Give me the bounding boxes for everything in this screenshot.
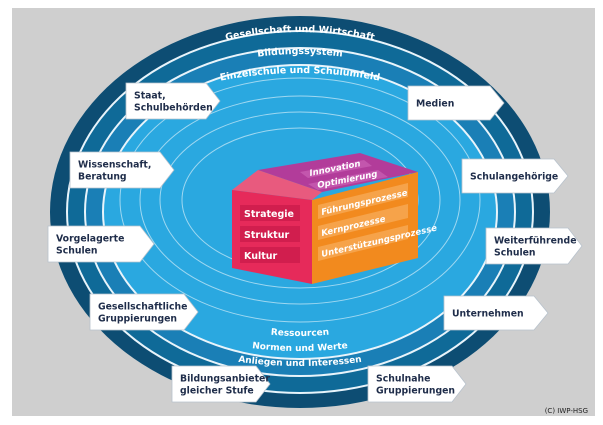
stakeholder-gesellschaftliche-gruppierungen-label-line: Gruppierungen [98,314,177,325]
inner-line-1 [119,77,481,323]
stakeholder-vorgelagerte-schulen-arrow-shape [47,225,155,263]
box-strategie [240,205,300,221]
house-gable [232,170,322,200]
stakeholder-wissenschaft-beratung-arrow-shape [69,151,175,189]
stakeholder-unternehmen-label-line: Unternehmen [452,309,524,320]
stakeholder-gesellschaftliche-gruppierungen-label-line: Gesellschaftliche [98,302,187,313]
stakeholder-schulangehörige-label-line: Schulangehörige [470,172,558,183]
stakeholder-staat-schulbehörden-label-line: Staat, [134,91,166,102]
stakeholder-staat-schulbehörden-arrow-shape [125,82,221,120]
box-optimierung [308,170,388,190]
box-struktur [240,226,300,242]
label-struktur: Struktur [244,230,289,241]
label-strategie: Strategie [244,209,294,220]
stakeholder-unternehmen: Unternehmen [443,295,549,331]
stakeholder-staat-schulbehörden-label-line: Schulbehörden [134,103,213,114]
ring-label-education-system: Bildungssystem [257,46,344,60]
house-roof [258,153,418,192]
stakeholder-bildungsanbieter-gleicher-stufe-arrow-shape [171,365,271,403]
box-innovation [300,160,372,178]
inner-line-3 [159,111,441,289]
ring-label-resources: Ressourcen [270,328,329,339]
stakeholder-schulnahe-gruppierungen-label-line: Gruppierungen [376,386,455,397]
label-kultur: Kultur [244,251,278,262]
box-kernprozesse [318,204,408,240]
stakeholder-bildungsanbieter-gleicher-stufe-label-line: Bildungsanbieter [180,374,270,385]
stakeholder-vorgelagerte-schulen-label-line: Schulen [56,246,98,257]
stakeholder-vorgelagerte-schulen-label-line: Vorgelagerte [56,234,124,245]
stakeholder-schulangehörige-arrow-shape [461,158,569,194]
ring-label-concerns: Anliegen und Interessen [238,355,363,369]
stakeholder-schulnahe-gruppierungen-label-line: Schulnahe [376,374,430,385]
stakeholder-schulangehörige: Schulangehörige [461,158,569,194]
stakeholder-schulnahe-gruppierungen-arrow-shape [367,365,467,403]
stakeholder-unternehmen-arrow-shape [443,295,549,331]
school-house: Strategie Struktur Kultur Führungsprozes… [232,153,438,284]
stakeholder-weiterführende-schulen-label-line: Schulen [494,248,536,259]
inner-line-2 [139,95,461,305]
stakeholder-medien-label-line: Medien [416,99,454,110]
box-kultur [240,247,300,263]
stakeholder-wissenschaft-beratung: Wissenschaft,Beratung [69,151,175,189]
stakeholder-staat-schulbehörden: Staat,Schulbehörden [125,82,221,120]
stakeholder-gesellschaftliche-gruppierungen-arrow-shape [89,293,199,331]
ring-label-norms-values: Normen und Werte [252,341,349,354]
box-fuehrungsprozesse [318,183,408,219]
stakeholder-bildungsanbieter-gleicher-stufe-label-line: gleicher Stufe [180,386,254,397]
stakeholder-arrows: Staat,SchulbehördenWissenschaft,Beratung… [47,82,583,403]
copyright-label: (C) IWP-HSG [545,407,588,415]
stakeholder-weiterführende-schulen-arrow-shape [485,227,583,265]
stakeholder-weiterführende-schulen-label-line: Weiterführende [494,236,577,247]
stakeholder-wissenschaft-beratung-label-line: Beratung [78,172,127,183]
stakeholder-medien: Medien [407,85,505,121]
stakeholder-wissenschaft-beratung-label-line: Wissenschaft, [78,160,151,171]
stakeholder-medien-arrow-shape [407,85,505,121]
box-unterstuetzungsprozesse [318,225,408,261]
